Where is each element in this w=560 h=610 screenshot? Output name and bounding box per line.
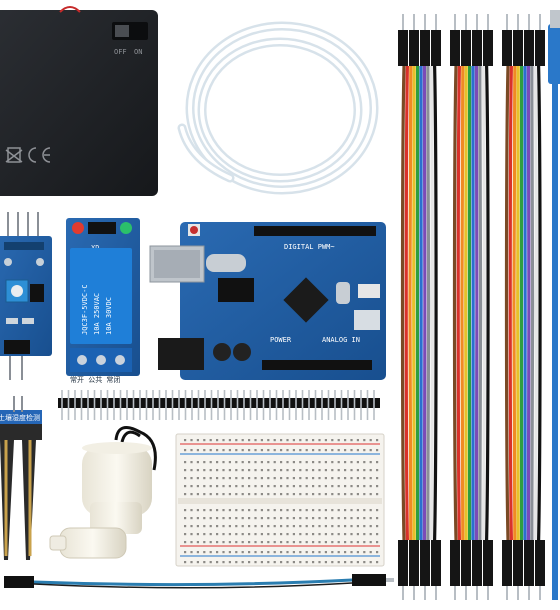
- uno-board: DIGITAL PWM~ POWER ANALOG IN: [149, 222, 386, 380]
- relay-led-green: [120, 222, 132, 234]
- relay-module: XD JQC3F-5VDC-C 10A 250VAC 10A 30VDC 常开 …: [66, 218, 140, 384]
- relay-block: JQC3F-5VDC-C 10A 250VAC 10A 30VDC: [70, 248, 132, 344]
- power-label: POWER: [270, 336, 292, 344]
- soil-probe: 土壤湿度检测: [0, 396, 42, 560]
- breadboard: [175, 433, 385, 567]
- relay-rating-1: 10A 250VAC: [93, 293, 101, 335]
- relay-led-red: [72, 222, 84, 234]
- dc-jack: [158, 338, 204, 370]
- silicone-tube-coil: [177, 21, 379, 195]
- relay-rating-2: 10A 30VDC: [105, 297, 113, 335]
- battery-box: OFF ON: [0, 6, 158, 196]
- water-pump: [49, 426, 157, 559]
- soil-probe-label: 土壤湿度检测: [0, 413, 40, 422]
- relay-model: JQC3F-5VDC-C: [81, 284, 89, 335]
- pin-header-strip: [58, 390, 380, 420]
- ce-mark-icon: [5, 147, 51, 163]
- reset-button[interactable]: [190, 226, 198, 234]
- digital-header-label: DIGITAL PWM~: [284, 243, 335, 251]
- bottom-jumper-cable: [4, 574, 394, 589]
- analog-label: ANALOG IN: [322, 336, 360, 344]
- soil-moisture-module: [0, 212, 52, 380]
- dupont-jumper-bundles: [398, 14, 545, 600]
- usb-cable: [548, 10, 560, 600]
- relay-terminal-labels: 常开 公共 常闭: [70, 375, 120, 384]
- switch-off-label: OFF: [114, 48, 127, 56]
- analog-power-header: [262, 360, 372, 370]
- digital-header: [254, 226, 376, 236]
- switch-on-label: ON: [134, 48, 142, 56]
